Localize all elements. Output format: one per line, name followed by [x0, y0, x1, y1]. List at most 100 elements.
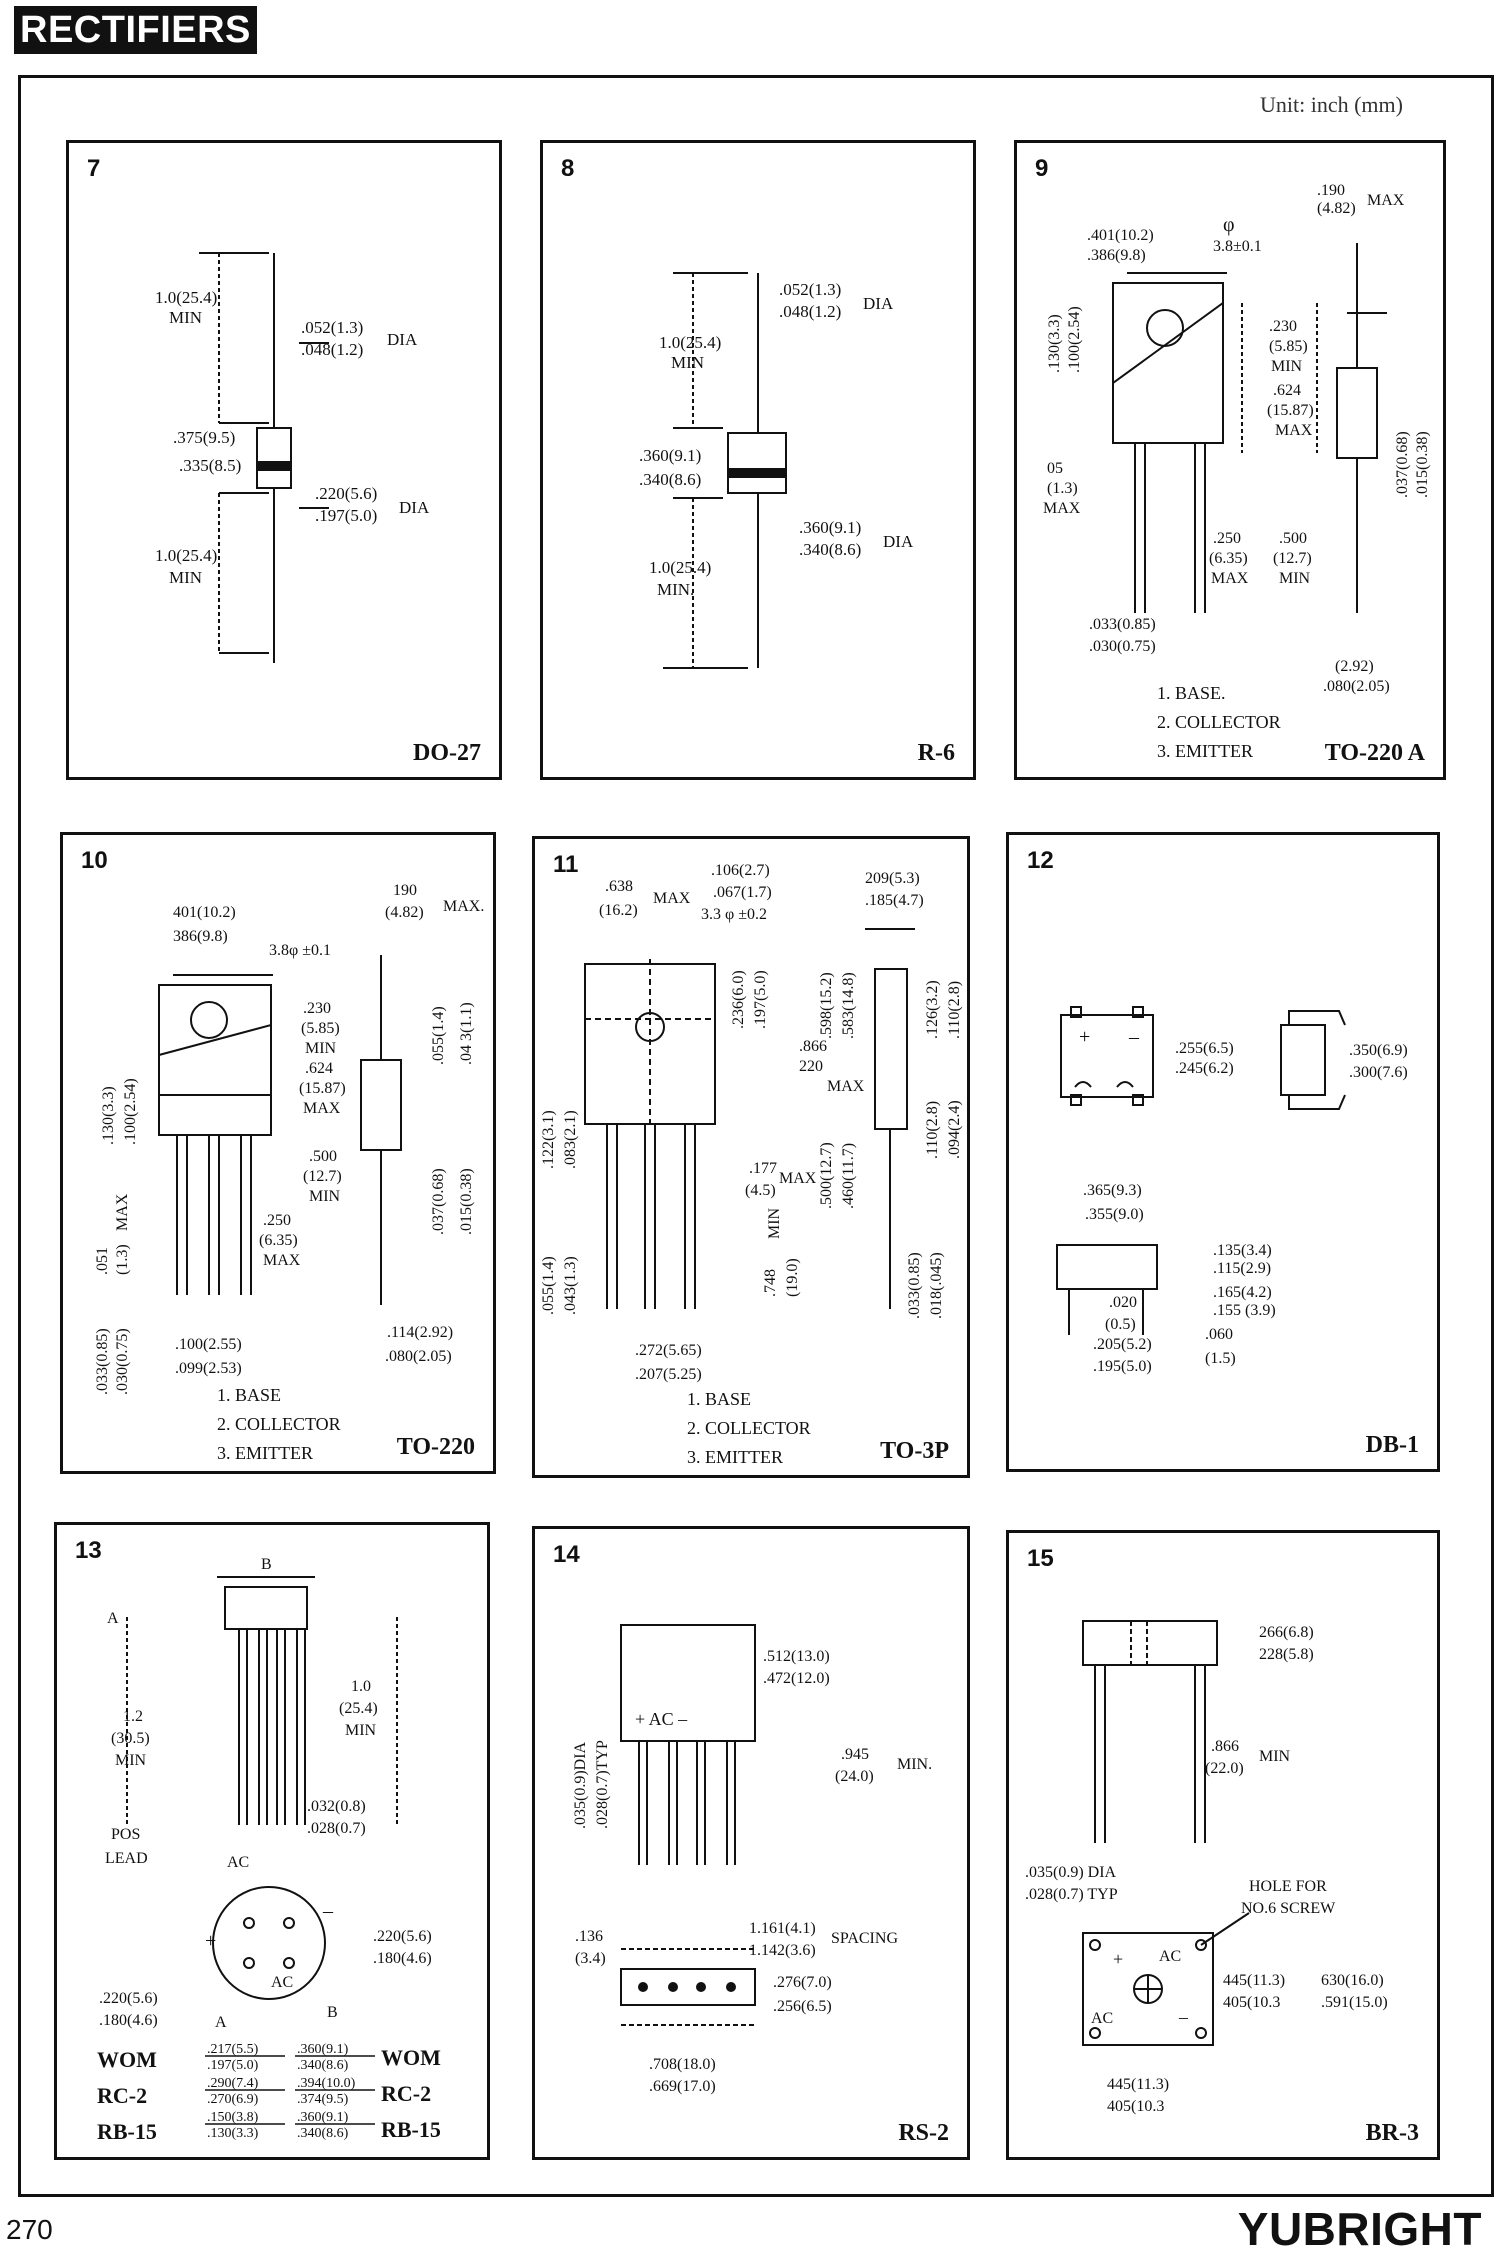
dim-text: 1.0(25.4) [659, 333, 721, 352]
panel-number: 14 [553, 1541, 580, 1568]
dim-text: .207(5.25) [635, 1366, 702, 1383]
plus-mark: + [1079, 1026, 1090, 1048]
side-body [360, 1059, 402, 1151]
dim-text: 1.0 [351, 1678, 371, 1695]
dim-text: (30.5) [111, 1730, 150, 1747]
dim-text: .165(4.2) [1213, 1284, 1272, 1301]
table-cell: .394(10.0) [297, 2076, 356, 2091]
dim-text: MAX [1211, 570, 1249, 587]
plus-mark: + [1113, 1949, 1123, 1969]
panel-number: 13 [75, 1537, 102, 1564]
dim-text: .100(2.54) [1066, 306, 1083, 373]
pin-item: 1. BASE. [1157, 683, 1226, 703]
dim-text: AC [271, 1974, 293, 1991]
dim-text: 1.2 [123, 1708, 143, 1725]
dim-text: MIN [305, 1040, 337, 1057]
table-cell: .197(5.0) [207, 2058, 259, 2073]
dim-text: (16.2) [599, 902, 638, 919]
dim-text: AC [1159, 1948, 1181, 1965]
dim-text: 445(11.3) [1223, 1972, 1285, 1989]
dim-text: + AC – [635, 1709, 688, 1729]
dim-text: HOLE FOR [1249, 1878, 1327, 1895]
dim-text: (5.85) [1269, 338, 1308, 355]
dim-text: MIN [169, 308, 202, 327]
dim-text: φ [1223, 214, 1235, 236]
panel-r6: 8 .052(1.3) .048(1.2) DIA 1.0(25.4) MIN … [540, 140, 976, 780]
dim-text: .180(4.6) [373, 1950, 432, 1967]
table-name-left: RB-15 [97, 2119, 157, 2144]
dim-text: .365(9.3) [1083, 1182, 1142, 1199]
dim-text: .276(7.0) [773, 1974, 832, 1991]
unit-note: Unit: inch (mm) [1260, 92, 1403, 117]
dim-text: (15.87) [1267, 402, 1314, 419]
dim-text: NO.6 SCREW [1241, 1900, 1336, 1917]
dim-text: (6.35) [259, 1232, 298, 1249]
pin-item: 2. COLLECTOR [1157, 712, 1281, 732]
dim-text: 228(5.8) [1259, 1646, 1314, 1663]
dim-text: .060 [1205, 1326, 1233, 1343]
to220a-drawing: .401(10.2) .386(9.8) φ 3.8±0.1 .230 (5.8… [1043, 182, 1431, 695]
dim-text: .033(0.85) [1089, 616, 1156, 633]
dim-text: MAX [653, 890, 691, 907]
db1-drawing: + – .255(6.5) .245(6.2) .350(6.9) .300(7… [1056, 1006, 1408, 1375]
dim-text: .028(0.7) [307, 1820, 366, 1837]
package-name: BR-3 [1365, 2120, 1419, 2146]
dim-text: .355(9.0) [1085, 1206, 1144, 1223]
dim-text: (4.5) [745, 1182, 776, 1199]
dim-text: .624 [305, 1060, 333, 1077]
cathode-band [257, 461, 291, 471]
mount-hole [635, 1012, 665, 1042]
package-name: TO-3P [880, 1438, 949, 1464]
dim-text: MIN [115, 1752, 147, 1769]
dim-text: 266(6.8) [1259, 1624, 1314, 1641]
dim-text: (2.92) [1335, 658, 1374, 675]
dim-text: .300(7.6) [1349, 1064, 1408, 1081]
dim-text: 401(10.2) [173, 904, 236, 921]
dim-text: MAX [263, 1252, 301, 1269]
table-cell: .130(3.3) [207, 2126, 259, 2141]
dim-text: .018(.045) [928, 1252, 945, 1319]
dim-text: (1.3) [114, 1244, 131, 1275]
pin-dot [668, 1982, 678, 1992]
dim-text: .052(1.3) [301, 318, 363, 337]
dim-text: .205(5.2) [1093, 1336, 1152, 1353]
dim-text: 1.0(25.4) [649, 558, 711, 577]
dim-text: MAX [1275, 422, 1313, 439]
dim-text: .015(0.38) [458, 1168, 475, 1235]
bridge-top-view [1060, 1014, 1154, 1098]
dim-text: .032(0.8) [307, 1798, 366, 1815]
page-number: 270 [6, 2214, 53, 2245]
dim-text: .708(18.0) [649, 2056, 716, 2073]
dim-text: AC [1091, 2010, 1113, 2027]
dim-text: .030(0.75) [114, 1328, 131, 1395]
pin-dot [696, 1982, 706, 1992]
dim-text: .04 3(1.1) [458, 1002, 475, 1065]
dim-text: MAX [1043, 500, 1081, 517]
r6-drawing: .052(1.3) .048(1.2) DIA 1.0(25.4) MIN .3… [639, 272, 914, 669]
dim-text: 405(10.3 [1107, 2098, 1164, 2115]
dim-text: .401(10.2) [1087, 227, 1154, 244]
bottom-view [1082, 1932, 1214, 2046]
dim-text: .250 [1213, 530, 1241, 547]
plus-mark: + [205, 1930, 216, 1952]
dim-text: .052(1.3) [779, 280, 841, 299]
dim-text: MAX [303, 1100, 341, 1117]
table-cell: .360(9.1) [297, 2110, 349, 2125]
bridge-body [620, 1624, 756, 1742]
table-cell: .270(6.9) [207, 2092, 259, 2107]
pin-list: 1. BASE 2. COLLECTOR 3. EMITTER [687, 1385, 811, 1472]
dim-text: .866 [799, 1038, 827, 1055]
dim-text: 3.3 φ ±0.2 [701, 906, 767, 923]
br3-drawing: 266(6.8) 228(5.8) .866 (22.0) MIN .035(0… [1025, 1620, 1388, 2115]
package-name: TO-220 A [1324, 740, 1425, 766]
dim-text: B [261, 1556, 272, 1573]
dim-text: 445(11.3) [1107, 2076, 1169, 2093]
dim-text: .100(2.54) [122, 1078, 139, 1145]
dim-text: .230 [1269, 318, 1297, 335]
dim-text: .051 [94, 1247, 111, 1275]
dim-text: .236(6.0) [730, 970, 747, 1029]
dim-text: .638 [605, 878, 633, 895]
table-name-left: RC-2 [97, 2083, 147, 2108]
panel-number: 8 [561, 155, 575, 182]
dim-text: .136 [575, 1928, 603, 1945]
